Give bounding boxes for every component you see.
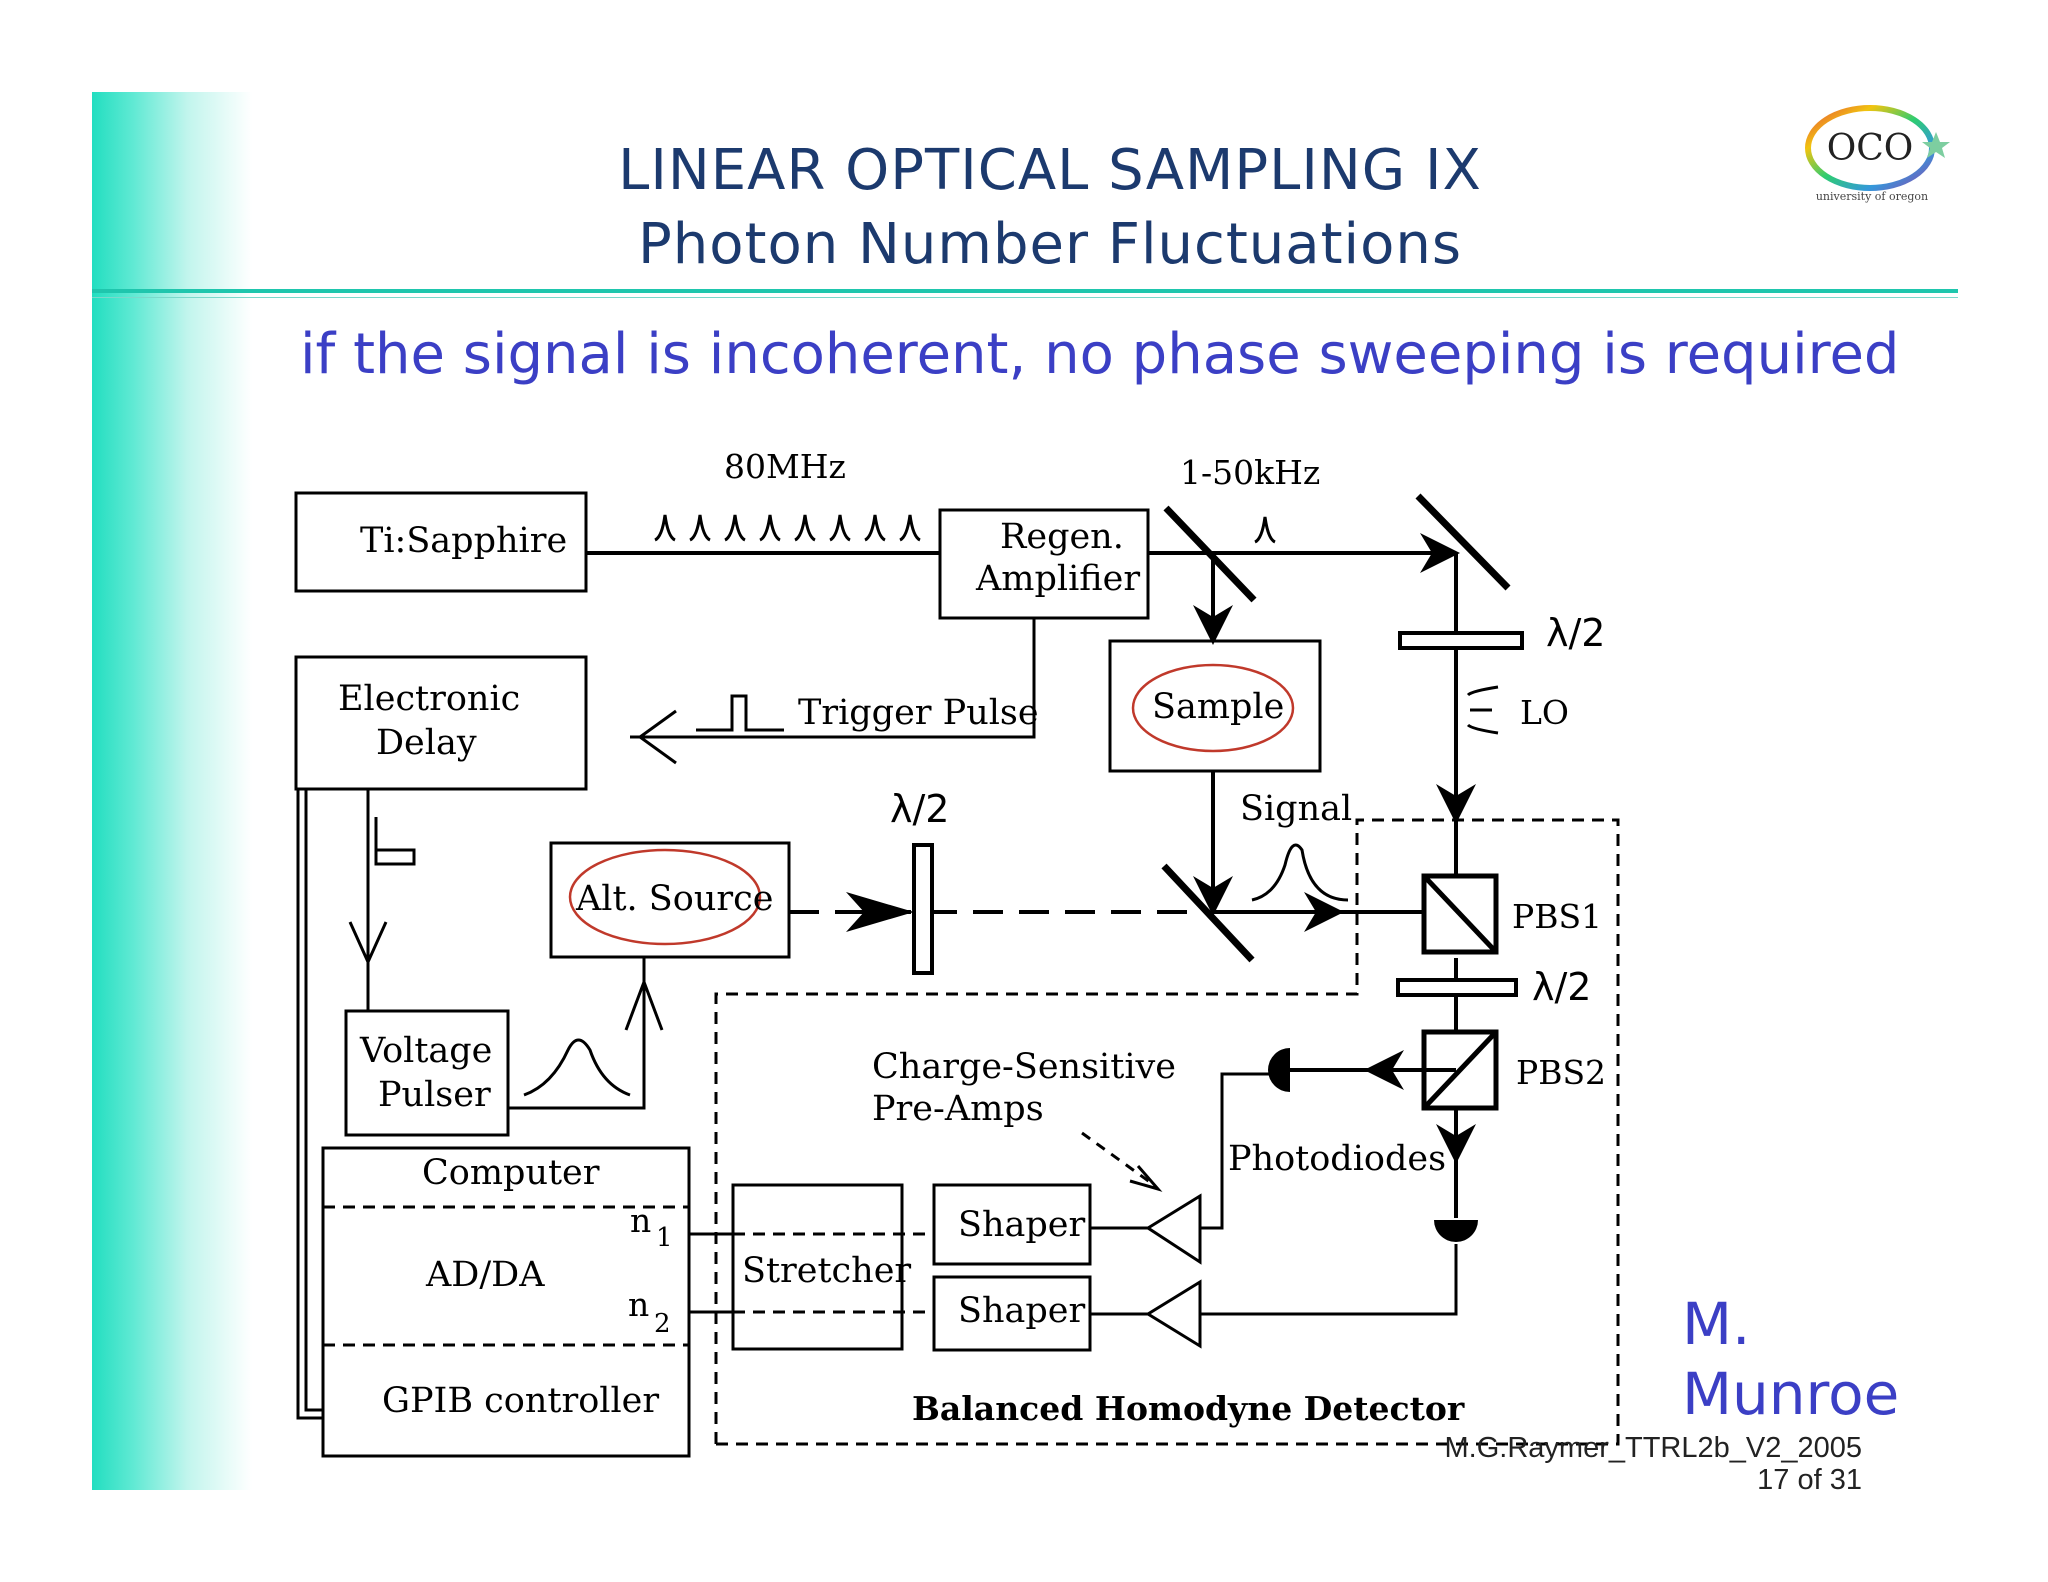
sample-highlight — [1131, 663, 1295, 753]
sidebar-gradient — [92, 92, 252, 1490]
electronic-delay-box — [294, 655, 588, 791]
logo-text: OCO — [1827, 128, 1914, 169]
n2-label: n — [628, 1285, 649, 1324]
regen-amplifier-box — [938, 508, 1150, 620]
university-of-oregon-logo: OCO university of oregon — [1805, 105, 1950, 203]
regen-rate-label: 1-50kHz — [1180, 453, 1320, 492]
stretcher-box — [731, 1183, 904, 1351]
author-name: Munroe — [1682, 1360, 1900, 1428]
delay-label-1: Electronic — [338, 679, 520, 719]
pbs2-cube — [1421, 1029, 1499, 1111]
half-wave-label-1: λ/2 — [1546, 611, 1605, 655]
regen-label-1: Regen. — [1000, 517, 1124, 557]
bhd-boundary — [714, 818, 1620, 1446]
preamps-label-1: Charge-Sensitive — [872, 1047, 1176, 1087]
shaper-label-1: Shaper — [958, 1205, 1086, 1245]
shaper-label-2: Shaper — [958, 1291, 1086, 1331]
n1-label: n — [630, 1201, 651, 1240]
photodiodes-label: Photodiodes — [1228, 1139, 1446, 1179]
logo-caption: university of oregon — [1816, 190, 1928, 203]
signal-label: Signal — [1240, 789, 1352, 829]
computer-box — [321, 1146, 691, 1458]
single-pulse-icon — [1254, 516, 1276, 544]
shaper-box-1 — [932, 1183, 1092, 1266]
preamps-label-2: Pre-Amps — [872, 1089, 1044, 1129]
trigger-label: Trigger Pulse — [798, 693, 1039, 733]
n2-subscript: 2 — [654, 1309, 671, 1339]
voltage-pulser-box — [344, 1009, 510, 1137]
slide-subtitle: if the signal is incoherent, no phase sw… — [300, 322, 1900, 387]
n1-subscript: 1 — [656, 1223, 673, 1253]
half-wave-label-2: λ/2 — [890, 787, 949, 831]
pulse-train-icon — [654, 514, 921, 542]
gpib-label: GPIB controller — [382, 1381, 659, 1421]
pbs1-cube — [1421, 873, 1499, 955]
footer-page-number: 17 of 31 — [1757, 1464, 1862, 1496]
delay-label-2: Delay — [376, 723, 477, 763]
half-wave-plate-alt — [912, 843, 934, 975]
regen-label-2: Amplifier — [975, 559, 1140, 599]
title-divider-thin — [92, 297, 1958, 298]
preamp-triangle-1 — [1145, 1193, 1202, 1265]
pulser-label-1: Voltage — [359, 1031, 492, 1071]
slide-title: LINEAR OPTICAL SAMPLING IX — [618, 138, 1482, 203]
pulser-label-2: Pulser — [378, 1075, 491, 1115]
lo-label: LO — [1520, 693, 1569, 732]
adda-label: AD/DA — [425, 1255, 545, 1295]
ti-sapphire-label: Ti:Sapphire — [360, 521, 567, 561]
bhd-label: Balanced Homodyne Detector — [912, 1389, 1465, 1428]
slide-subtitle-heading: Photon Number Fluctuations — [637, 212, 1463, 277]
photodiode-left — [1268, 1048, 1290, 1092]
half-wave-plate-pbs — [1396, 978, 1518, 997]
footer-reference: M.G.Raymer_TTRL2b_V2_2005 — [1444, 1432, 1862, 1464]
alt-source-highlight — [568, 848, 762, 946]
stretcher-label: Stretcher — [742, 1251, 911, 1291]
sample-label: Sample — [1152, 687, 1284, 727]
alt-source-box — [549, 841, 791, 959]
alt-source-label: Alt. Source — [575, 879, 773, 919]
half-wave-plate-lo — [1398, 631, 1524, 650]
ti-sapphire-box — [294, 491, 588, 593]
rep-rate-label: 80MHz — [724, 447, 846, 486]
preamp-triangle-2 — [1145, 1279, 1202, 1349]
lo-pulse-icon — [1466, 685, 1499, 735]
star-icon — [1922, 132, 1950, 158]
signal-pulse-icon — [1251, 843, 1349, 902]
title-divider — [92, 289, 1958, 293]
half-wave-label-3: λ/2 — [1532, 965, 1591, 1009]
photodiode-bottom — [1434, 1220, 1478, 1242]
pbs2-label: PBS2 — [1516, 1053, 1606, 1092]
computer-label: Computer — [422, 1153, 600, 1193]
pbs1-label: PBS1 — [1512, 897, 1602, 936]
author-initial: M. — [1682, 1290, 1751, 1358]
